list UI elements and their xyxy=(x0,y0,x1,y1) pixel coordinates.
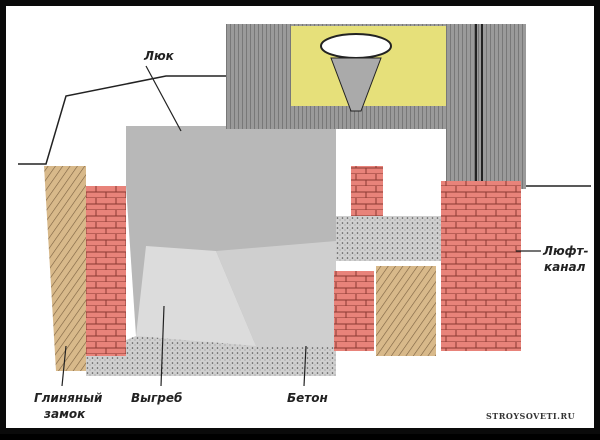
vent-shaft xyxy=(446,24,526,189)
label-vent-line1: Люфт- xyxy=(543,244,589,258)
label-vent-line2: канал xyxy=(544,260,586,274)
ground-outline xyxy=(18,75,236,165)
label-clay-line2: замок xyxy=(44,407,86,421)
watermark: STROYSOVETI.RU xyxy=(486,411,576,421)
toilet-seat xyxy=(320,33,392,59)
label-clay-line1: Глиняный xyxy=(34,391,103,405)
clay-lock xyxy=(44,166,86,371)
brick-wall-left xyxy=(86,186,126,356)
label-hatch: Люк xyxy=(144,49,174,63)
cesspit-illustration xyxy=(18,24,591,387)
brick-wall-middle xyxy=(334,271,374,351)
label-concrete: Бетон xyxy=(287,391,328,405)
label-pit: Выгреб xyxy=(131,391,183,405)
brick-vent-channel xyxy=(441,181,521,351)
